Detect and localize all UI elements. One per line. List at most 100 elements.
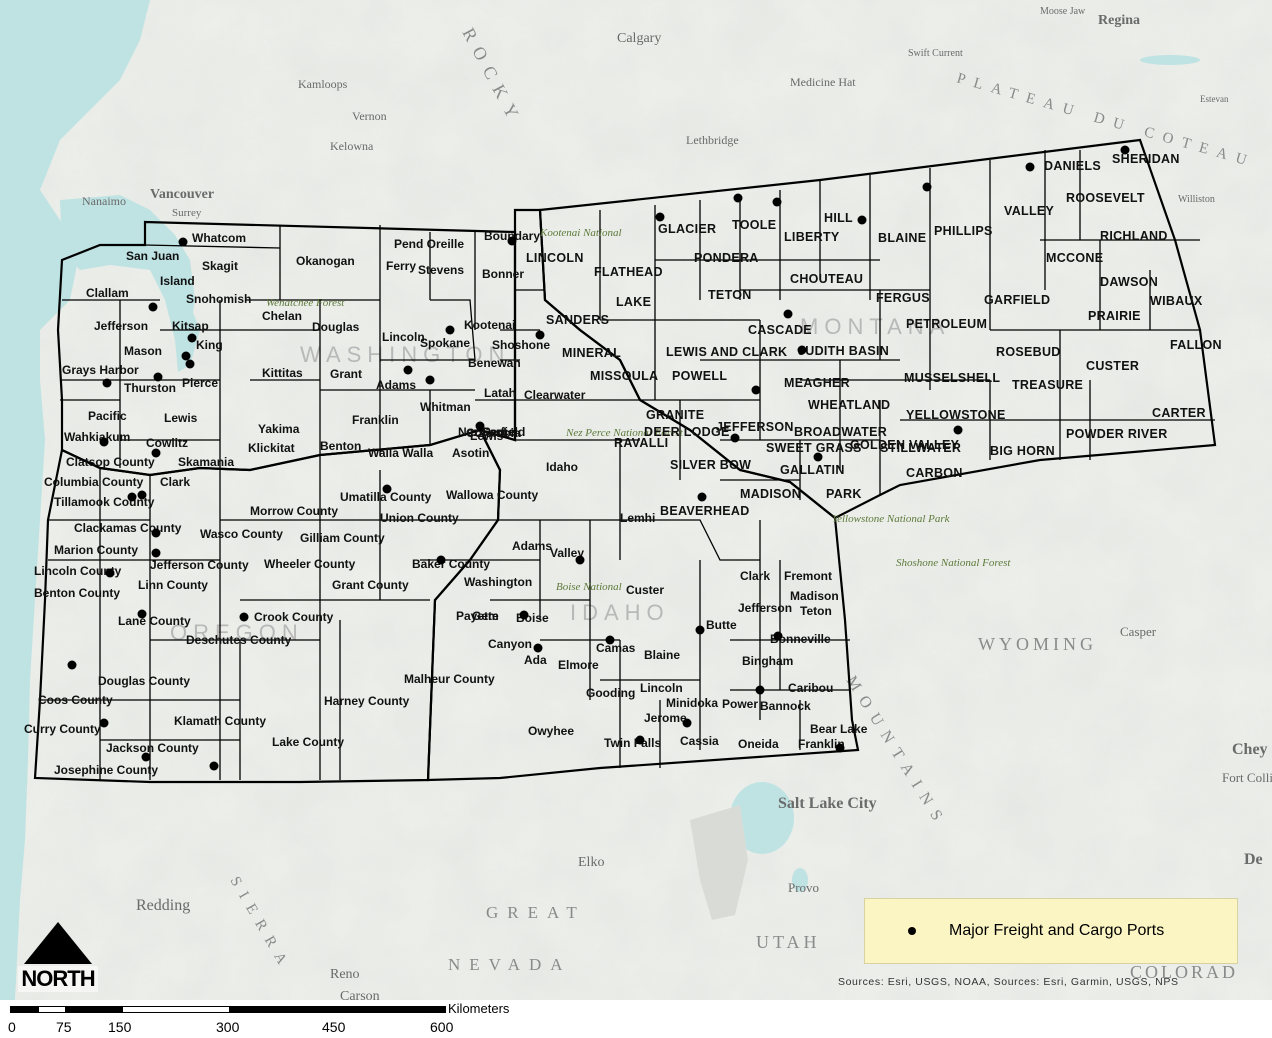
region-label: WYOMING <box>978 634 1097 654</box>
county-label: CARBON <box>906 466 963 480</box>
port-marker[interactable] <box>181 351 191 361</box>
county-label: Latah <box>484 386 516 400</box>
city-label: Fort Collin <box>1222 770 1272 785</box>
salish-sea <box>60 195 195 340</box>
port-marker[interactable] <box>507 236 517 246</box>
port-marker[interactable] <box>151 448 161 458</box>
port-marker[interactable] <box>773 631 783 641</box>
port-marker[interactable] <box>475 421 485 431</box>
county-label: MINERAL <box>562 346 621 360</box>
county-label: Curry County <box>24 722 101 736</box>
county-label: Chelan <box>262 309 302 323</box>
map-canvas[interactable]: Calgary Regina Moose Jaw Swift Current M… <box>0 0 1272 1000</box>
county-label: Kittitas <box>262 366 303 380</box>
port-marker[interactable] <box>605 635 615 645</box>
county-label: Marion County <box>54 543 138 557</box>
port-marker[interactable] <box>655 212 665 222</box>
state-label: MONTANA <box>800 314 950 339</box>
county-label: Klamath County <box>174 714 266 728</box>
port-marker[interactable] <box>382 484 392 494</box>
city-label: Redding <box>136 897 190 914</box>
legend-label: Major Freight and Cargo Ports <box>949 922 1165 939</box>
port-marker[interactable] <box>797 345 807 355</box>
port-marker[interactable] <box>730 433 740 443</box>
port-marker[interactable] <box>436 555 446 565</box>
port-marker[interactable] <box>209 761 219 771</box>
port-marker[interactable] <box>1025 162 1035 172</box>
port-marker[interactable] <box>105 568 115 578</box>
port-marker[interactable] <box>783 309 793 319</box>
port-marker[interactable] <box>99 718 109 728</box>
salt-desert <box>690 805 748 920</box>
county-label: Kootenai <box>464 318 515 332</box>
lake-diefenbaker <box>1140 55 1200 65</box>
county-label: Custer <box>626 583 664 597</box>
county-label: Lake County <box>272 735 344 749</box>
port-marker[interactable] <box>239 612 249 622</box>
pacific-ocean <box>0 0 150 1000</box>
port-marker[interactable] <box>813 452 823 462</box>
county-label: Valley <box>550 546 584 560</box>
port-marker[interactable] <box>751 385 761 395</box>
port-marker[interactable] <box>178 237 188 247</box>
port-marker[interactable] <box>425 375 435 385</box>
county-label: VALLEY <box>1004 204 1055 218</box>
port-marker[interactable] <box>635 735 645 745</box>
port-marker[interactable] <box>755 685 765 695</box>
scale-segment <box>230 1006 338 1013</box>
county-label: Pierce <box>182 376 218 390</box>
port-marker[interactable] <box>151 548 161 558</box>
port-marker[interactable] <box>575 555 585 565</box>
port-marker[interactable] <box>922 182 932 192</box>
county-label: Douglas County <box>98 674 190 688</box>
scale-tick: 0 <box>8 1019 16 1035</box>
county-label: PETROLEUM <box>906 317 987 331</box>
port-marker[interactable] <box>953 425 963 435</box>
port-marker[interactable] <box>1120 145 1130 155</box>
port-marker[interactable] <box>141 752 151 762</box>
county-label: PRAIRIE <box>1088 309 1141 323</box>
park-label: Yellowstone National Park <box>832 513 951 525</box>
port-marker[interactable] <box>835 743 845 753</box>
county-label: TOOLE <box>732 218 776 232</box>
city-label: Swift Current <box>908 48 963 59</box>
port-marker[interactable] <box>67 660 77 670</box>
port-marker[interactable] <box>697 492 707 502</box>
county-label: BROADWATER <box>794 425 887 439</box>
county-label: Caribou <box>788 681 833 695</box>
port-marker[interactable] <box>102 378 112 388</box>
port-marker[interactable] <box>535 330 545 340</box>
county-label: ROSEBUD <box>996 345 1061 359</box>
port-marker[interactable] <box>148 302 158 312</box>
port-marker[interactable] <box>772 197 782 207</box>
north-arrow-icon <box>24 922 92 964</box>
state-label: OREGON <box>170 620 304 645</box>
port-marker[interactable] <box>151 528 161 538</box>
park-label: Kootenai National <box>539 227 622 239</box>
port-marker[interactable] <box>519 610 529 620</box>
county-label: Skagit <box>202 259 238 273</box>
port-marker[interactable] <box>185 359 195 369</box>
county-label: Owyhee <box>528 724 574 738</box>
county-label: MEAGHER <box>784 376 850 390</box>
port-marker[interactable] <box>153 372 163 382</box>
port-marker[interactable] <box>445 325 455 335</box>
port-marker[interactable] <box>682 718 692 728</box>
county-label: LIBERTY <box>784 230 840 244</box>
freight-ports <box>67 145 1130 771</box>
port-marker[interactable] <box>695 625 705 635</box>
port-marker[interactable] <box>733 193 743 203</box>
port-marker[interactable] <box>403 365 413 375</box>
port-marker[interactable] <box>99 437 109 447</box>
port-marker[interactable] <box>533 643 543 653</box>
port-marker[interactable] <box>127 492 137 502</box>
montana-outline <box>538 138 1217 520</box>
port-marker[interactable] <box>137 490 147 500</box>
city-label: Medicine Hat <box>790 75 856 89</box>
county-label: Lemhi <box>620 511 655 525</box>
county-label: Payette <box>456 609 499 623</box>
port-marker[interactable] <box>187 333 197 343</box>
county-label: Grant <box>330 367 362 381</box>
port-marker[interactable] <box>137 609 147 619</box>
port-marker[interactable] <box>857 215 867 225</box>
